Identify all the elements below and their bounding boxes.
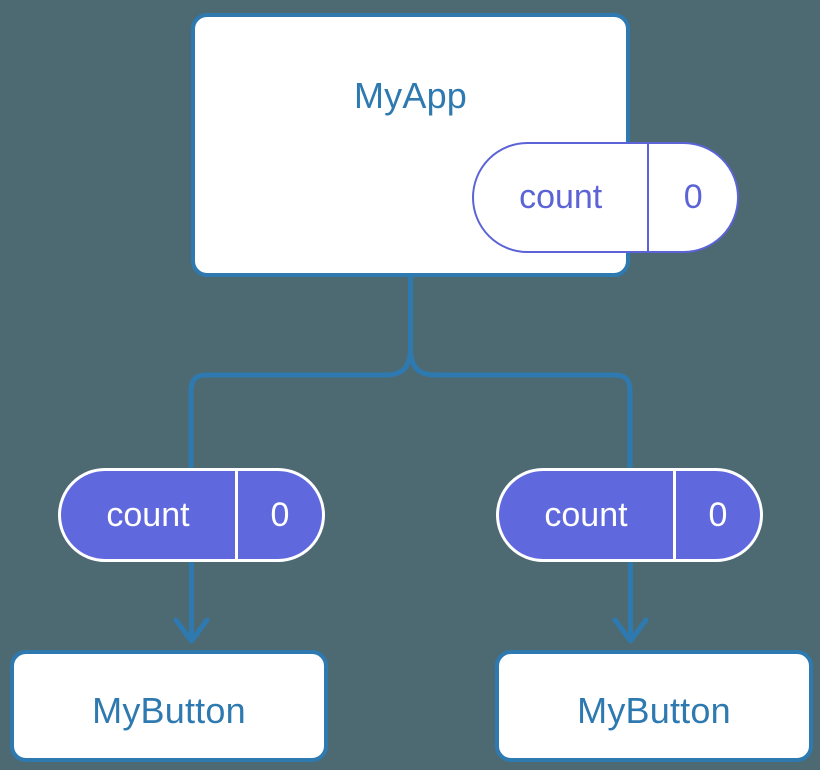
state-value-label: 0 [647,144,737,251]
component-card-myapp[interactable]: MyApp count 0 [191,13,739,277]
arrow-left-head [173,617,210,644]
component-card-mybutton-left[interactable]: MyButton [10,650,328,762]
component-title-mybutton: MyButton [577,690,731,731]
component-title-myapp: MyApp [353,75,468,116]
branch-left [188,345,413,469]
state-key-label: count [544,495,628,534]
state-pill-myapp[interactable]: count 0 [472,142,739,253]
component-card-mybutton-right[interactable]: MyButton [495,650,813,762]
state-value-label: 0 [672,471,760,559]
state-pill-child-left[interactable]: count 0 [58,468,325,562]
state-key-label: count [519,178,603,216]
state-key-label: count [106,495,190,534]
state-value-label: 0 [234,471,322,559]
arrow-right-head [612,617,649,644]
branch-right [408,345,633,469]
state-pill-child-right[interactable]: count 0 [496,468,763,562]
component-title-mybutton: MyButton [92,690,246,731]
